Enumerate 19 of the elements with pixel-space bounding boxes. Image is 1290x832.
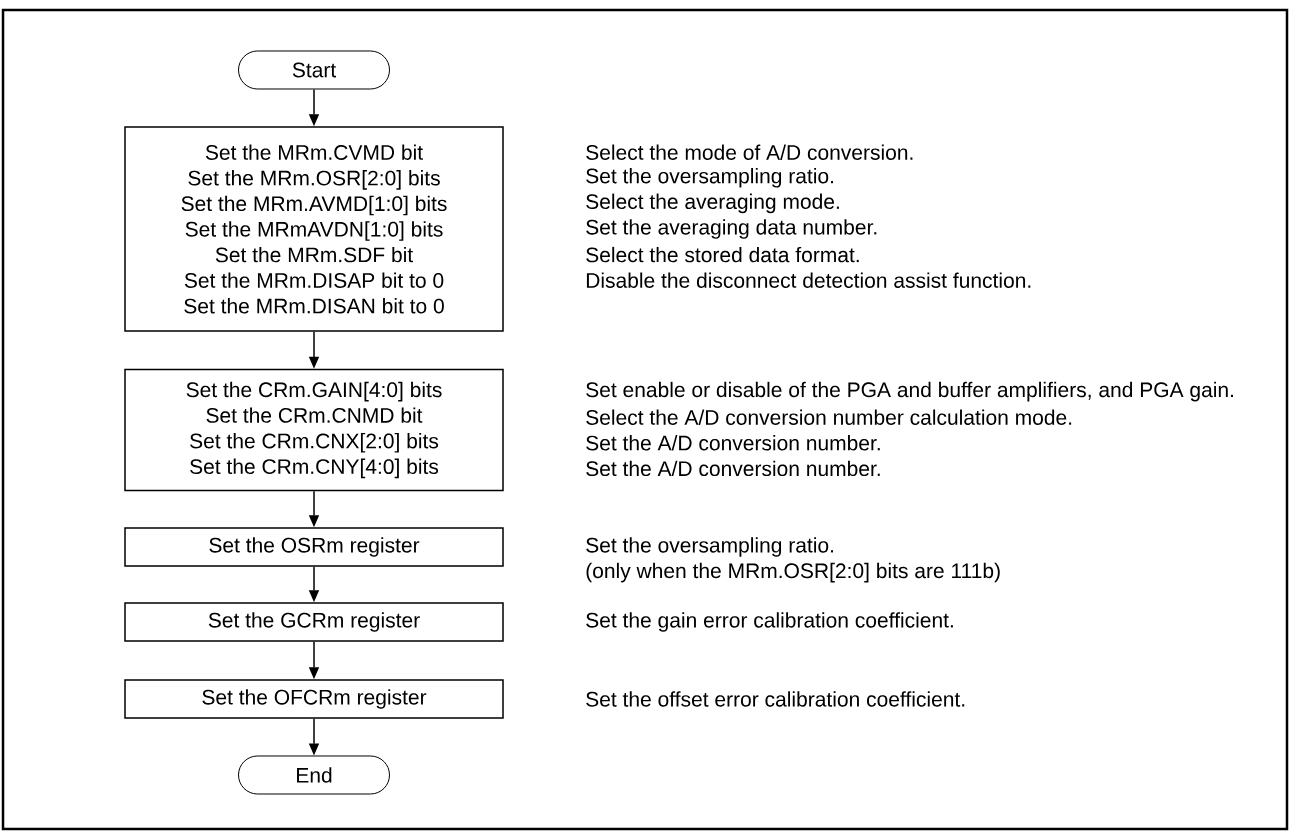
process-box: Set the MRm.CVMD bit Set the MRm.OSR[2:0] bits Set the MRm.AVMD[1:0] bits Set the MRmAVDN[1:0] bits Set the MRm.SDF bit Set the MRm.DISAP bit to 0 Set the MRm.DISAN bit to 0: [124, 126, 504, 332]
description-text: Set the A/D conversion number.: [586, 435, 880, 451]
process-box: Set the GCRm register: [124, 602, 504, 642]
process-box: Set the OFCRm register: [124, 679, 504, 719]
description-text: Set the averaging data number.: [586, 219, 877, 239]
description-text: Select the mode of A/D conversion.: [586, 144, 913, 160]
process-box: Set the OSRm register: [124, 527, 504, 567]
description-text: Select the stored data format.: [586, 246, 859, 263]
description-text: Set the oversampling ratio.: [586, 168, 834, 188]
description-text: Set the A/D conversion number.: [586, 460, 880, 477]
description-text: Set enable or disable of the PGA and buffer amplifiers, and PGA gain.: [586, 381, 1233, 402]
description-text: Set the gain error calibration coefficient.: [586, 612, 953, 632]
process-box: Set the CRm.GAIN[4:0] bits Set the CRm.CNMD bit Set the CRm.CNX[2:0] bits Set the CRm.CNY[4:0] bits: [124, 368, 504, 492]
description-text: (only when the MRm.OSR[2:0] bits are 111b): [586, 562, 1000, 583]
description-text: Select the A/D conversion number calculation mode.: [586, 409, 1072, 425]
description-text: Set the oversampling ratio.: [586, 537, 834, 557]
description-text: Disable the disconnect detection assist function.: [586, 272, 1031, 288]
description-text: Select the averaging mode.: [586, 193, 839, 214]
description-text: Set the offset error calibration coefficient.: [586, 691, 965, 707]
